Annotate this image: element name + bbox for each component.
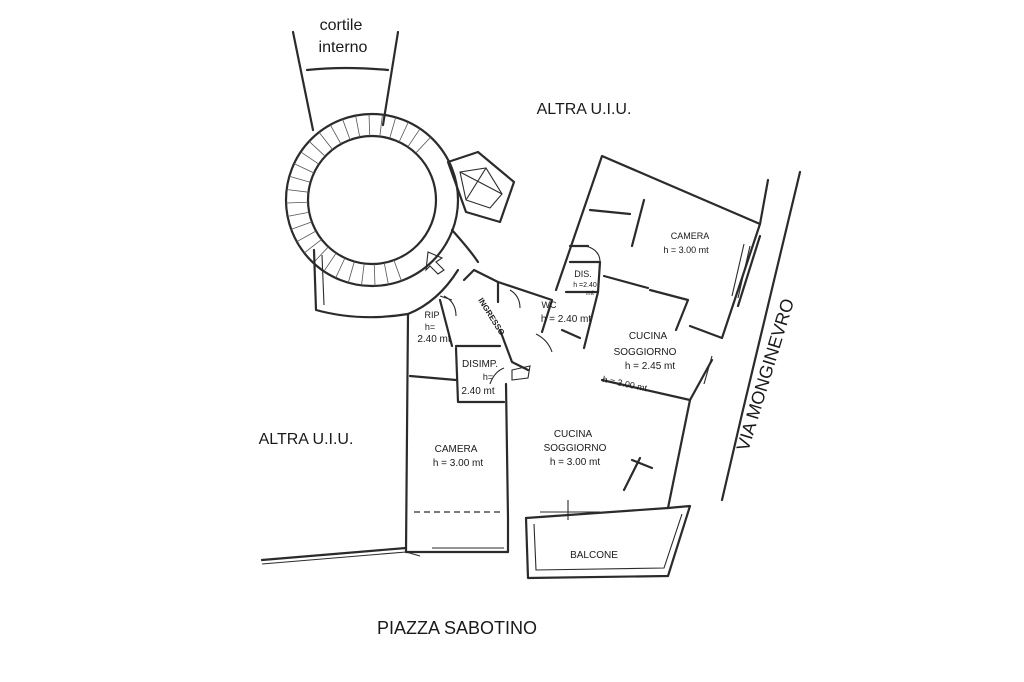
stair-tread: [407, 128, 421, 148]
courtyard-label-line2: interno: [319, 39, 368, 56]
camera-top-height: h = 3.00 mt: [663, 245, 709, 255]
dis-height-a: h =2.40: [573, 282, 597, 289]
stair-tread: [342, 119, 351, 140]
stair-tread: [303, 239, 322, 254]
camera-bottom-name: CAMERA: [435, 444, 478, 455]
stair-tread: [389, 117, 397, 139]
stair-tread: [347, 261, 355, 283]
landing-hall: [312, 228, 480, 319]
stair-tread: [286, 189, 309, 193]
cucina-lower-height: h = 3.00 mt: [550, 457, 601, 468]
stair-tread: [361, 263, 365, 286]
wc-name: WC: [542, 300, 557, 310]
stair-tread: [383, 262, 389, 285]
stair-tread: [318, 131, 333, 150]
elevator-shaft: [446, 150, 516, 224]
rip-name: RIP: [424, 310, 439, 320]
stair-tread: [355, 115, 361, 138]
spiral-staircase: [284, 112, 460, 288]
stair-tread: [368, 114, 371, 137]
entry-arrow-icon: [425, 251, 445, 275]
dis-name: DIS.: [574, 269, 592, 279]
ingresso-label: INGRESSO: [476, 296, 506, 337]
stair-tread: [296, 230, 317, 243]
stair-tread: [415, 136, 431, 154]
piazza-sabotino-label: PIAZZA SABOTINO: [377, 618, 537, 638]
street-windows: [703, 243, 751, 385]
altra-uiu-left-label: ALTRA U.I.U.: [259, 431, 354, 448]
stair-tread: [313, 246, 329, 264]
stair-tread: [379, 114, 383, 137]
rip-height-b: 2.40 mt: [417, 334, 451, 345]
stair-tread: [291, 221, 312, 230]
stair-tread: [286, 201, 309, 204]
stair-tread: [300, 151, 320, 165]
stair-tread: [287, 211, 310, 217]
stair-tread: [308, 141, 326, 157]
cucina-upper-name-a: CUCINA: [629, 331, 668, 342]
stair-tread: [329, 124, 342, 145]
altra-uiu-top-label: ALTRA U.I.U.: [537, 101, 632, 118]
dis-height-b: mt: [586, 290, 594, 297]
cucina-upper-height: h = 2.45 mt: [625, 361, 676, 372]
balcony: [524, 504, 692, 580]
courtyard-label-line1: cortile: [320, 17, 363, 34]
stair-tread: [398, 121, 409, 143]
stair-tread: [323, 252, 337, 272]
stair-tread: [289, 175, 311, 183]
interior-walls: [408, 198, 690, 549]
exterior-walls: [260, 154, 802, 565]
disimp-height-b: 2.40 mt: [461, 386, 495, 397]
cucina-upper-name-b: SOGGIORNO: [614, 347, 677, 358]
balcone-label: BALCONE: [570, 550, 618, 561]
stair-tread: [373, 263, 376, 286]
courtyard-outline: [291, 30, 400, 132]
stair-tread: [393, 260, 402, 281]
disimp-name: DISIMP.: [462, 359, 498, 370]
camera-top-name: CAMERA: [671, 231, 710, 241]
stair-tread: [293, 163, 315, 174]
camera-bottom-height: h = 3.00 mt: [433, 458, 484, 469]
disimp-height-a: h=: [483, 372, 493, 382]
wc-height: h = 2.40 mt: [541, 314, 592, 325]
stair-tread: [335, 257, 346, 279]
cucina-lower-name-b: SOGGIORNO: [544, 443, 607, 454]
cucina-lower-name-a: CUCINA: [554, 429, 593, 440]
cucina-upper-height-alt: h = 3.00 mt: [602, 374, 649, 393]
rip-height-a: h=: [425, 322, 435, 332]
